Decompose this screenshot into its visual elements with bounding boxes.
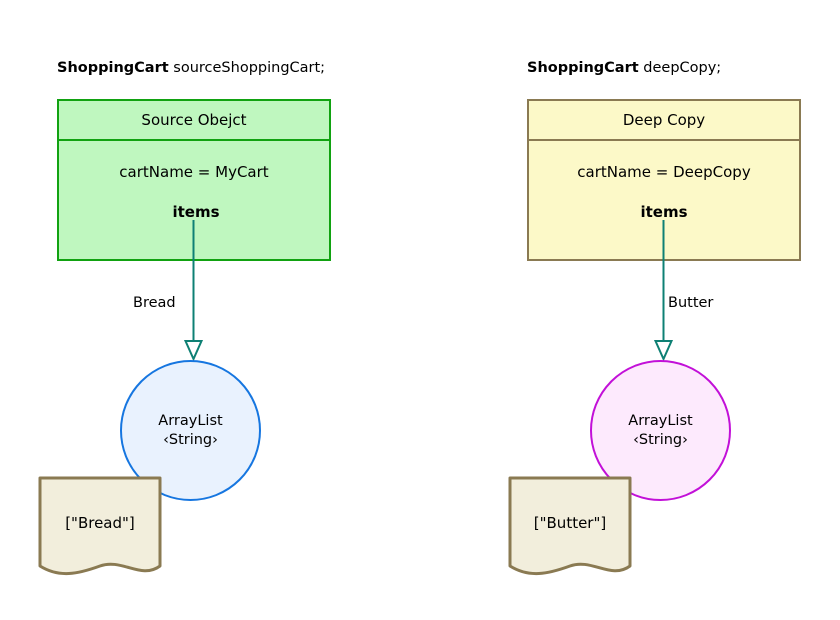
class-box-source-attribute: cartName = MyCart xyxy=(119,163,269,181)
class-box-deepcopy-body: cartName = DeepCopy items xyxy=(529,141,799,259)
circle-source-line2: ‹String› xyxy=(163,431,218,448)
edge-label-bread: Bread xyxy=(133,295,176,311)
class-box-source-body: cartName = MyCart items xyxy=(59,141,329,259)
circle-deepcopy-line1: ArrayList xyxy=(628,413,693,430)
arrow-source-items-to-arraylist xyxy=(183,220,204,362)
class-box-deepcopy-items-text: items xyxy=(640,203,688,221)
class-box-deepcopy-attribute: cartName = DeepCopy xyxy=(577,163,751,181)
circle-source-line1: ArrayList xyxy=(158,413,223,430)
note-source-label: ["Bread"] xyxy=(65,514,135,532)
note-deepcopy-label: ["Butter"] xyxy=(533,514,607,532)
note-deepcopy-butter[interactable]: ["Butter"] xyxy=(508,476,632,578)
class-box-source-items-text: items xyxy=(172,203,220,221)
edge-label-butter: Butter xyxy=(668,295,714,311)
note-source-shape xyxy=(38,476,162,576)
arrow-deepcopy-items-to-arraylist xyxy=(653,220,674,362)
class-box-deepcopy-items: items xyxy=(529,203,799,221)
declaration-deepcopy: ShoppingCart deepCopy; xyxy=(527,61,721,76)
class-box-deepcopy-header: Deep Copy xyxy=(529,101,799,141)
circle-source-arraylist[interactable]: ArrayList ‹String› xyxy=(120,360,261,501)
circle-deepcopy-line2: ‹String› xyxy=(633,431,688,448)
declaration-deepcopy-type: ShoppingCart xyxy=(527,60,639,76)
declaration-source: ShoppingCart sourceShoppingCart; xyxy=(57,61,325,76)
class-box-source-header: Source Obejct xyxy=(59,101,329,141)
declaration-deepcopy-var: deepCopy; xyxy=(638,60,722,76)
class-box-source-items: items xyxy=(59,203,329,221)
note-deepcopy-shape xyxy=(508,476,632,576)
declaration-source-type: ShoppingCart xyxy=(57,60,169,76)
note-source-bread[interactable]: ["Bread"] xyxy=(38,476,162,578)
declaration-source-var: sourceShoppingCart; xyxy=(168,60,326,76)
